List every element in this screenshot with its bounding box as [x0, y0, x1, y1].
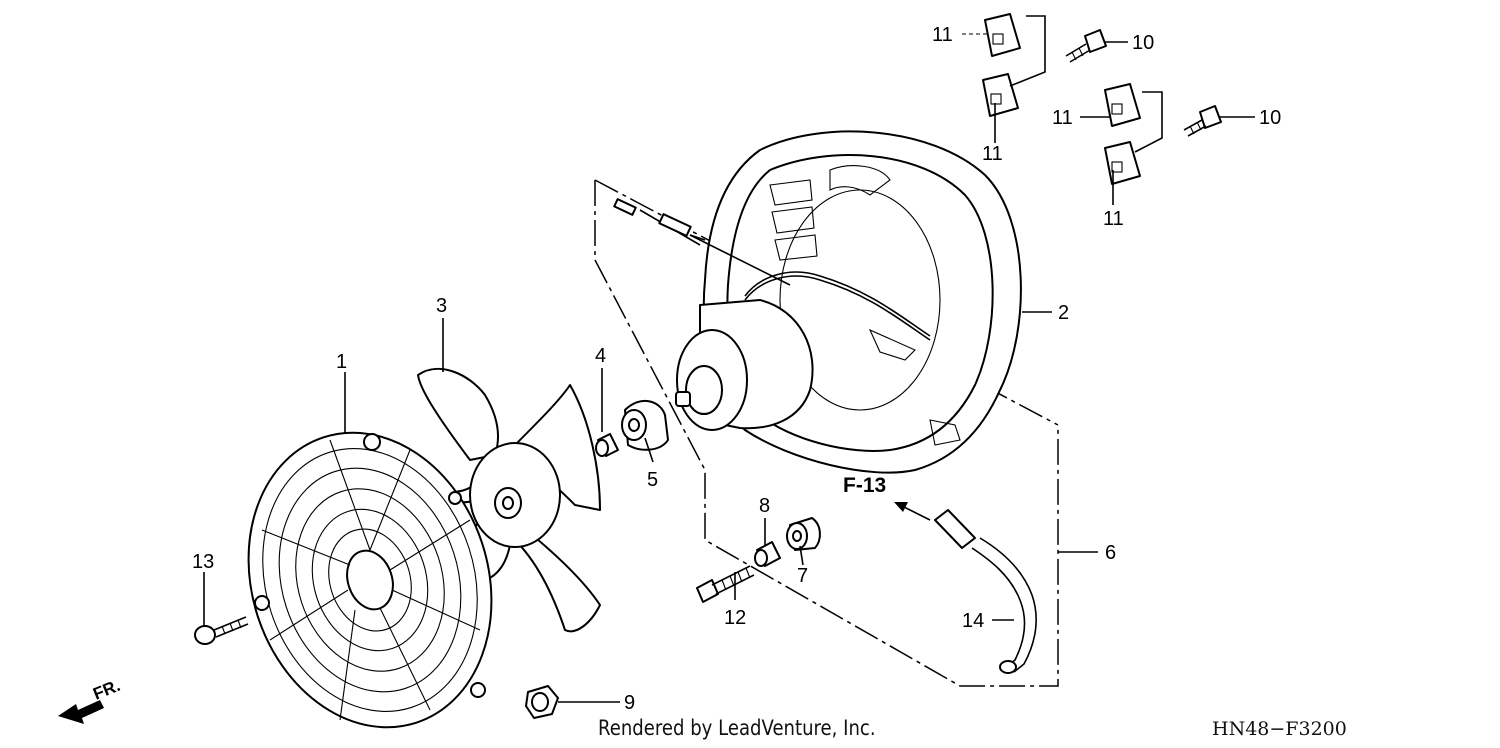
bolt-part-12 [696, 565, 755, 603]
rubber-mount-part-7 [786, 517, 821, 551]
leader-lines [203, 33, 1255, 703]
rubber-damper-part-5 [621, 400, 669, 451]
hose-part-14 [934, 509, 1037, 674]
callout-10-upper: 10 [1132, 32, 1154, 54]
callout-10-lower: 10 [1259, 107, 1281, 129]
screw-part-13 [194, 616, 249, 645]
credit-text: Rendered by LeadVenture, Inc. [598, 716, 876, 740]
callout-11-mid-right: 11 [1052, 107, 1073, 129]
callout-5: 5 [647, 469, 658, 491]
fan-motor-part [613, 198, 931, 431]
collar-part-8 [754, 541, 781, 567]
callout-14: 14 [962, 610, 984, 632]
direction-label: FR. [90, 676, 123, 704]
callout-8: 8 [759, 495, 770, 517]
callout-6: 6 [1105, 542, 1116, 564]
callout-1: 1 [336, 351, 347, 373]
f13-reference-arrow [894, 502, 931, 521]
nut-part-9 [525, 685, 559, 719]
bolt-part-10-lower [1183, 105, 1222, 137]
callout-9: 9 [624, 692, 635, 714]
callout-12: 12 [724, 607, 746, 629]
fan-guard-part [247, 431, 493, 729]
callout-11-mid-left: 11 [982, 143, 1003, 165]
bolt-part-10-upper [1065, 29, 1107, 63]
reference-label: F-13 [843, 474, 886, 497]
callout-2: 2 [1058, 302, 1069, 324]
diagram-code: HN48−F3200 [1212, 718, 1347, 740]
collar-part-4 [595, 433, 619, 457]
front-direction-arrow-icon [58, 700, 104, 724]
callout-13: 13 [192, 551, 214, 573]
callout-11-top-left: 11 [932, 24, 953, 46]
callout-3: 3 [436, 295, 447, 317]
fan-blade-part [417, 367, 601, 633]
callout-4: 4 [595, 345, 606, 367]
callout-7: 7 [797, 565, 808, 587]
callout-11-bottom-right: 11 [1103, 208, 1124, 230]
